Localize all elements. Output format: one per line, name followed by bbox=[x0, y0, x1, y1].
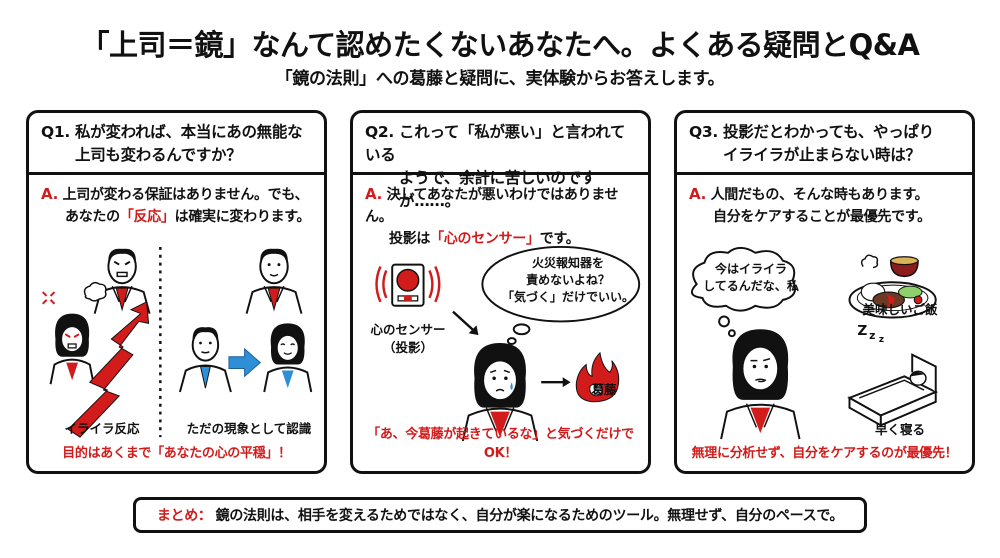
illustration-self-care: Z z z bbox=[690, 246, 939, 440]
qa-panel-2: Q2. これって「私が悪い」と言われている ようで、余計に苦しいのですが……。 … bbox=[350, 110, 651, 474]
answer-mark: A. bbox=[41, 185, 58, 203]
panel-2-conclusion: 「あ、今葛藤が起きているな」と気づくだけでOK！ bbox=[367, 427, 634, 461]
caption-irritated-reaction: イライラ反応 bbox=[64, 421, 140, 436]
calm-man-icon bbox=[178, 327, 232, 393]
sleeping-in-bed-icon bbox=[847, 353, 939, 428]
sensor-label-line: （投影） bbox=[382, 340, 433, 355]
svg-text:z: z bbox=[869, 329, 875, 342]
bubble-line: 責めないよね？ bbox=[526, 273, 610, 287]
answer-1-line1: 上司が変わる保証はありません。でも、 bbox=[62, 187, 309, 203]
thought-bubble-text: 火災報知器を 責めないよね？ 「気づく」だけでいい。 bbox=[493, 255, 643, 306]
question-1-line2: 上司も変わるんですか？ bbox=[75, 146, 242, 164]
question-2-line2: ようで、余計に苦しいのですが……。 bbox=[399, 169, 596, 210]
answer-text: です。 bbox=[539, 231, 580, 247]
question-1-line1: Q1. 私が変われば、本当にあの無能な bbox=[41, 123, 303, 141]
qa-panel-1: Q1. 私が変われば、本当にあの無能な 上司も変わるんですか？ A. 上司が変わ… bbox=[26, 110, 327, 474]
answer-3-line2: 自分をケアすることが最優先です。 bbox=[689, 206, 962, 228]
answer-text: 自分をケアすることが最優先です。 bbox=[713, 209, 931, 225]
thought-bubble bbox=[481, 245, 641, 323]
answer-highlight: 「心のセンサー」 bbox=[430, 231, 540, 247]
red-zigzag-arrow-icon bbox=[67, 301, 150, 438]
bubble-line: 火災報知器を bbox=[531, 256, 604, 270]
sensor-label-line: 心のセンサー bbox=[370, 322, 446, 337]
sensor-label: 心のセンサー （投影） bbox=[363, 321, 453, 357]
sleep-label: 早く寝る bbox=[874, 422, 925, 437]
answer-highlight: 「反応」 bbox=[119, 209, 175, 225]
bubble-line: 今はイライラ bbox=[714, 262, 787, 276]
worried-woman-icon bbox=[461, 343, 539, 442]
answer-1-line2: あなたの「反応」は確実に変わります。 bbox=[41, 206, 314, 228]
bubble-line: 「気づく」だけでいい。 bbox=[501, 290, 634, 304]
answer-3-line1: 人間だもの、そんな時もあります。 bbox=[710, 187, 929, 203]
fire-alarm-icon bbox=[375, 263, 441, 307]
illustration-mind-sensor bbox=[375, 245, 641, 442]
conflict-label: 葛藤 bbox=[591, 382, 617, 397]
page-subtitle: 「鏡の法則」への葛藤と疑問に、実体験からお答えします。 bbox=[275, 69, 725, 89]
answer-3: A. 人間だもの、そんな時もあります。 自分をケアすることが最優先です。 bbox=[677, 175, 972, 228]
answer-text: あなたの bbox=[65, 209, 120, 225]
question-3-line2: イライラが止まらない時は？ bbox=[723, 146, 921, 164]
meal-label: 美味しいご飯 bbox=[862, 302, 938, 317]
svg-text:z: z bbox=[879, 335, 884, 345]
question-3: Q3. 投影だとわかっても、やっぱり イライラが止まらない時は？ bbox=[677, 113, 972, 175]
summary-text: 鏡の法則は、相手を変えるためではなく、自分が楽になるためのツール。無理せず、自分… bbox=[215, 508, 844, 524]
question-2-line1: Q2. これって「私が悪い」と言われている bbox=[365, 123, 626, 164]
summary-box: まとめ： 鏡の法則は、相手を変えるためではなく、自分が楽になるためのツール。無理… bbox=[133, 497, 867, 533]
answer-2-line2: 投影は「心のセンサー」です。 bbox=[365, 228, 638, 250]
angry-woman-icon bbox=[42, 281, 107, 385]
answer-mark: A. bbox=[689, 185, 706, 203]
panel-3-conclusion: 無理に分析せず、自分をケアするのが最優先！ bbox=[691, 446, 958, 461]
cloud-bubble-text: 今はイライラ してるんだな、私 bbox=[701, 261, 801, 295]
calm-boss-icon bbox=[245, 248, 303, 314]
answer-mark: A. bbox=[365, 185, 382, 203]
question-1: Q1. 私が変われば、本当にあの無能な 上司も変わるんですか？ bbox=[29, 113, 324, 175]
cloud-thought-bubble bbox=[690, 246, 796, 312]
thinking-woman-icon bbox=[720, 329, 801, 440]
summary-label: まとめ： bbox=[156, 508, 212, 524]
blue-arrow-icon bbox=[228, 347, 262, 378]
angry-boss-icon bbox=[93, 248, 151, 314]
bubble-line: してるんだな、私 bbox=[703, 279, 799, 293]
answer-text: 投影は bbox=[389, 231, 431, 247]
panel-1-conclusion: 目的はあくまで「あなたの心の平穏」！ bbox=[62, 446, 291, 461]
zzz-icon: Z bbox=[857, 323, 867, 339]
answer-2: A. 決してあなたが悪いわけではありません。 投影は「心のセンサー」です。 bbox=[353, 175, 648, 250]
caption-recognize-as-phenomenon: ただの現象として認識 bbox=[186, 421, 312, 436]
answer-1: A. 上司が変わる保証はありません。でも、 あなたの「反応」は確実に変わります。 bbox=[29, 175, 324, 228]
answer-2-line1: 決してあなたが悪いわけではありません。 bbox=[365, 187, 619, 225]
fire-icon bbox=[575, 351, 620, 403]
illustration-reaction-compare bbox=[42, 246, 313, 438]
calm-woman-icon bbox=[263, 323, 313, 393]
question-3-line1: Q3. 投影だとわかっても、やっぱり bbox=[689, 123, 934, 141]
qa-panel-3: Q3. 投影だとわかっても、やっぱり イライラが止まらない時は？ A. 人間だも… bbox=[674, 110, 975, 474]
question-2: Q2. これって「私が悪い」と言われている ようで、余計に苦しいのですが……。 bbox=[353, 113, 648, 210]
answer-text: は確実に変わります。 bbox=[174, 209, 311, 225]
page-title: 「上司＝鏡」なんて認めたくないあなたへ。よくある疑問とQ&A bbox=[80, 28, 920, 62]
meal-icon bbox=[848, 254, 937, 319]
